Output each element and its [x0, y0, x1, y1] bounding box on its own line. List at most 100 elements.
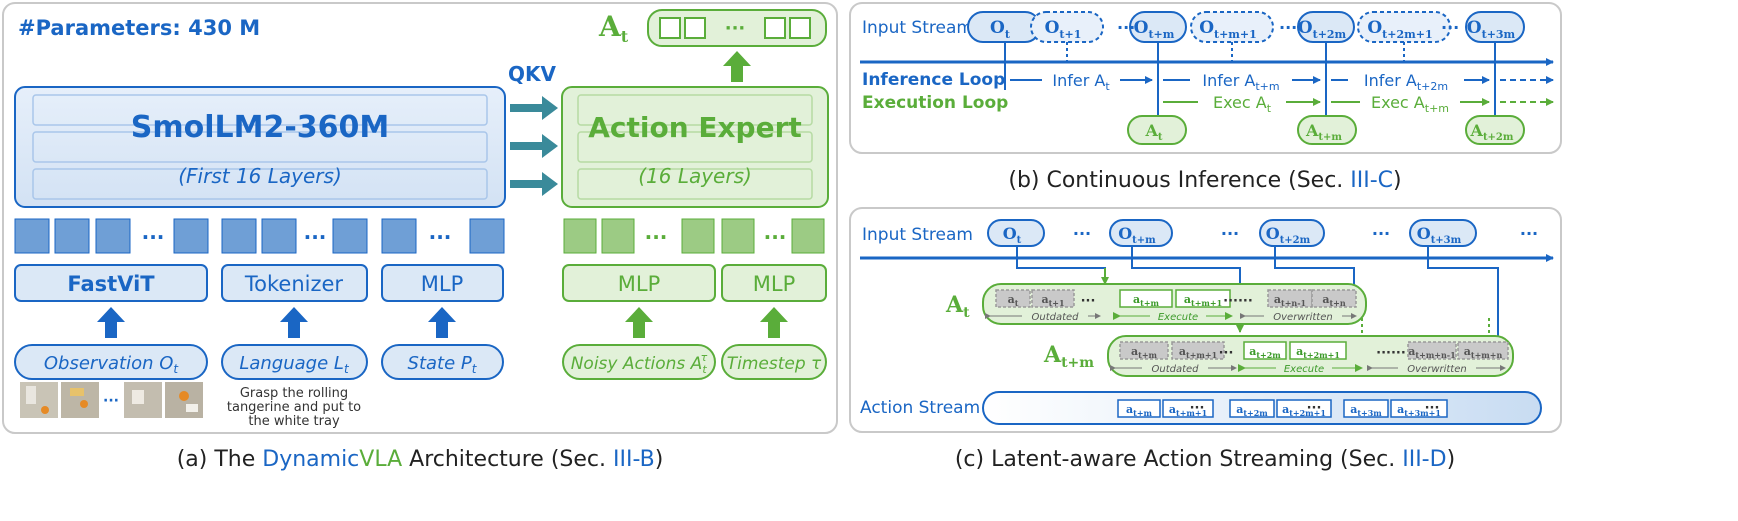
observation-label: Ot+1	[1045, 18, 1082, 41]
ellipsis: ···	[1307, 401, 1322, 416]
action-token	[1229, 399, 1275, 418]
action-chunk-pill	[1297, 115, 1357, 145]
action-token-label: at+m+1	[1169, 403, 1207, 418]
svg-text:Overwritten: Overwritten	[1407, 364, 1466, 375]
action-token	[995, 289, 1031, 308]
state-tokens: ···	[381, 218, 505, 254]
output-action-label: At	[598, 10, 629, 46]
ellipsis: ···	[1372, 224, 1390, 243]
observation-label: Ot+2m	[1298, 18, 1347, 41]
action-token	[1343, 399, 1389, 418]
observation-pill	[1109, 219, 1173, 247]
action-token-label: at+m+1	[1184, 293, 1222, 308]
observation-label: Observation Ot	[44, 353, 180, 376]
action-token	[1031, 289, 1075, 308]
action-token-label: at+m+1	[1179, 345, 1217, 360]
ellipsis: ···	[1441, 18, 1459, 37]
svg-text:Execute: Execute	[1284, 364, 1324, 375]
observation-label: Ot+m+1	[1199, 18, 1257, 41]
chunk-label-At: At	[945, 292, 970, 321]
action-token	[1117, 399, 1161, 418]
exec-interval: Exec At+m	[1371, 93, 1449, 115]
action-token	[1243, 341, 1287, 360]
svg-text:···: ···	[764, 225, 787, 249]
outdated-span: Outdated	[1110, 362, 1237, 375]
instruction-line: tangerine and put to	[227, 400, 361, 415]
noisy-mlp	[562, 264, 716, 302]
ellipsis: ···	[1425, 401, 1440, 416]
observation-label: Ot+3m	[1467, 18, 1516, 41]
noisy-actions-input	[562, 344, 716, 380]
execute-span: Execute	[1113, 310, 1233, 323]
svg-text:Outdated: Outdated	[1031, 312, 1079, 323]
ellipsis: ···	[725, 18, 746, 39]
observation-label: Ot+3m	[1417, 224, 1462, 246]
language-label: Language Lt	[239, 353, 350, 376]
caption-a: (a) The DynamicVLA Architecture (Sec. II…	[177, 447, 664, 472]
action-token	[1162, 399, 1214, 418]
overwritten-span: Overwritten	[1240, 310, 1357, 323]
execute-span: Execute	[1238, 362, 1363, 375]
noisy-action-tokens: ···	[563, 218, 715, 254]
fastvit-label: FastViT	[67, 272, 155, 296]
timestep-tokens: ···	[721, 218, 825, 254]
action-token	[1311, 289, 1357, 308]
ellipsis: ···	[1073, 224, 1091, 243]
ellipsis: ···	[1117, 18, 1135, 37]
action-expert	[561, 86, 829, 208]
timestep-mlp-label: MLP	[753, 272, 795, 296]
action-token-label: at+n-1	[1274, 293, 1306, 308]
action-chunk-label: At	[1144, 121, 1162, 143]
panel-a: #Parameters: 430 M SmolLM2-360M (First 1…	[2, 2, 838, 472]
qkv-label: QKV	[508, 62, 557, 86]
svg-text:···: ···	[429, 225, 452, 249]
svg-text:···: ···	[645, 225, 668, 249]
caption-b: (b) Continuous Inference (Sec. III-C)	[1008, 168, 1401, 193]
action-token-label: at+m+n	[1464, 345, 1503, 360]
action-chunk-label: At+2m	[1470, 121, 1514, 143]
chunk-tokens: at at+1 at+m at+m+1 at+n-1 at+n	[995, 289, 1357, 308]
observation-frames: ···	[20, 382, 203, 418]
qkv-arrow	[510, 96, 558, 120]
input-stream-label: Input Stream	[862, 225, 973, 245]
flow-line	[1274, 246, 1355, 287]
action-token-label: at+2m	[1236, 403, 1268, 418]
caption-c: (c) Latent-aware Action Streaming (Sec. …	[955, 447, 1455, 472]
state-input	[381, 344, 504, 380]
layer-slot	[32, 131, 488, 163]
expert-title: Action Expert	[588, 111, 802, 144]
action-stream-label: Action Stream	[860, 398, 980, 418]
action-token-label: at+1	[1041, 293, 1064, 308]
language-input	[221, 344, 368, 380]
timestep-mlp	[721, 264, 827, 302]
flow-line	[1131, 246, 1241, 287]
ellipsis: ······	[1223, 294, 1253, 309]
observation-input	[14, 344, 208, 380]
layer-slot	[32, 168, 488, 200]
ellipsis: ···	[1520, 224, 1538, 243]
observation-label: Ot	[990, 18, 1011, 41]
action-token-label: at+m	[1133, 293, 1160, 308]
action-token	[1289, 341, 1347, 360]
timestep-label: Timestep τ	[727, 354, 822, 374]
infer-interval: Infer At+m	[1202, 71, 1279, 93]
action-chunks: At At+m At+2m	[1127, 115, 1525, 145]
action-token-label: at+n	[1322, 293, 1346, 308]
layer-slot	[577, 131, 813, 163]
observation-label: Ot	[1003, 224, 1022, 246]
action-chunk-label: At+m	[1305, 121, 1342, 143]
outdated-span: Outdated	[985, 310, 1101, 323]
svg-text:Outdated: Outdated	[1151, 364, 1199, 375]
infer-interval: Infer At+2m	[1364, 71, 1448, 93]
action-token-label: at+3m	[1350, 403, 1382, 418]
flow-line	[1427, 246, 1499, 336]
layer-slot	[577, 168, 813, 200]
action-token-label: at	[1008, 293, 1019, 308]
param-count: #Parameters: 430 M	[18, 16, 260, 40]
ellipsis: ···	[1219, 346, 1234, 361]
svg-text:···: ···	[142, 225, 165, 249]
